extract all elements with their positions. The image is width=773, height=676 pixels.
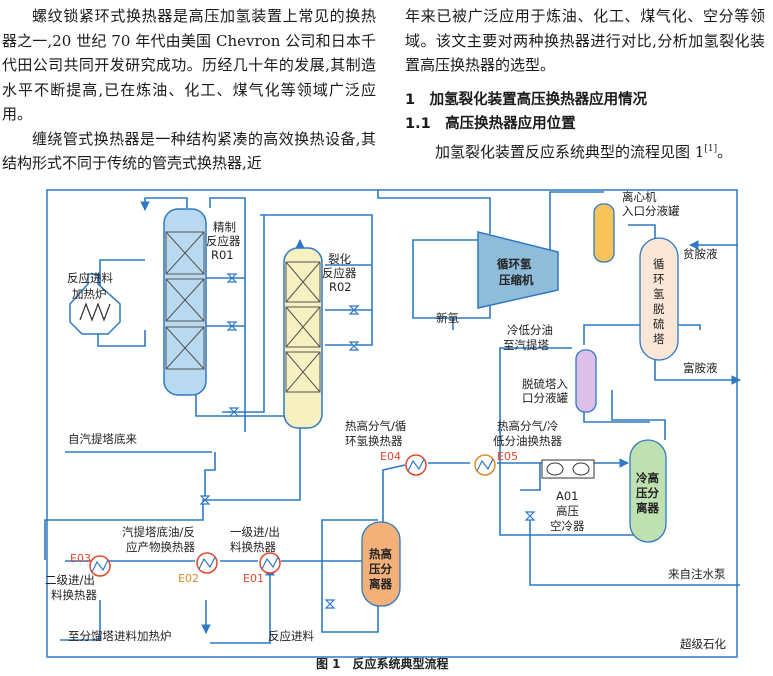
section-heading-1: 1 加氢裂化装置高压换热器应用情况 <box>405 91 648 108</box>
feed-label: 反应进料 <box>268 629 314 643</box>
new-h2-label: 新氢 <box>436 311 459 325</box>
hot-sep-label-3: 离器 <box>369 577 392 591</box>
scrubber-char-4: 脱 <box>653 302 665 316</box>
recycle-compressor: 循环氢 压缩机 <box>477 231 559 309</box>
stripper-bottom-label: 自汽提塔底来 <box>68 432 137 446</box>
valve-8 <box>524 511 536 521</box>
e02-tag: E02 <box>178 572 199 585</box>
figure-caption: 图 1 反应系统典型流程 <box>316 656 449 671</box>
poor-amine-label: 贫胺液 <box>683 247 718 261</box>
e03-label-1: 二级进/出 <box>45 573 95 587</box>
e05-label-1: 热高分气/冷 <box>497 419 558 433</box>
reactor-r02: 裂化 反应器 R02 <box>283 247 357 429</box>
e01-label-2: 料换热器 <box>230 540 276 554</box>
e04-tag: E04 <box>380 450 401 463</box>
hot-sep-label-2: 压分 <box>369 562 392 576</box>
valve-1 <box>226 273 238 283</box>
valve-3 <box>228 407 240 417</box>
feed-furnace: 反应进料 加热炉 <box>67 271 121 335</box>
valve-5 <box>348 341 360 351</box>
scrubber-char-3: 氢 <box>653 287 665 301</box>
r01-label-1: 精制 <box>213 220 236 234</box>
valves <box>199 273 536 609</box>
desulfurizer-inlet-drum: 脱硫塔入 口分液罐 <box>522 349 597 413</box>
valve-2 <box>226 321 238 331</box>
valve-6 <box>199 495 211 505</box>
exchanger-e05: 热高分气/冷 低分油换热器 E05 <box>474 419 562 476</box>
right-text-column: 年来已被广泛应用于炼油、化工、煤气化、空分等领域。该文主要对两种换热器进行对比,… <box>405 4 765 164</box>
drum-label-2: 入口分液罐 <box>622 204 680 218</box>
e02-label-2: 应产物换热器 <box>126 540 195 554</box>
cold-oil-label-1: 冷低分油 <box>507 323 553 337</box>
scrubber-char-1: 循 <box>653 257 665 271</box>
furnace-label-1: 反应进料 <box>67 271 113 285</box>
r02-label-2: 反应器 <box>322 266 357 280</box>
ko-label-2: 口分液罐 <box>522 391 568 405</box>
rich-amine-label: 富胺液 <box>683 361 718 375</box>
compressor-label-1: 循环氢 <box>496 257 532 271</box>
cold-hp-separator: 冷高 压分 离器 <box>629 439 667 543</box>
e05-label-2: 低分油换热器 <box>493 434 562 448</box>
watermark-text: 超级石化 <box>680 637 726 651</box>
valve-7 <box>324 599 336 609</box>
recycle-h2-scrubber: 循 环 氢 脱 硫 塔 贫胺液 富胺液 <box>639 237 718 375</box>
exchanger-e01: 一级进/出 料换热器 E01 <box>230 525 281 585</box>
r02-label-1: 裂化 <box>328 252 351 266</box>
right-paragraph-2-text: 加氢裂化装置反应系统典型的流程见图 1 <box>435 142 705 161</box>
flow-lines <box>44 190 741 644</box>
r01-label-3: R01 <box>211 248 234 262</box>
r02-label-3: R02 <box>329 280 352 294</box>
figure-frame <box>46 189 738 658</box>
right-paragraph-2: 加氢裂化装置反应系统典型的流程见图 1[1]。 <box>405 137 765 165</box>
e02-label-1: 汽提塔底油/反 <box>122 525 195 539</box>
ko-label-1: 脱硫塔入 <box>522 377 568 391</box>
furnace-label-2: 加热炉 <box>72 287 107 301</box>
r01-label-2: 反应器 <box>206 234 241 248</box>
compressor-label-2: 压缩机 <box>499 273 534 287</box>
cold-sep-label-1: 冷高 <box>636 471 659 485</box>
e04-label-1: 热高分气/循 <box>345 419 406 433</box>
e01-tag: E01 <box>243 572 264 585</box>
hot-sep-label-1: 热高 <box>369 547 392 561</box>
citation-ref: [1] <box>704 143 718 154</box>
exchanger-e04: 热高分气/循 环氢换热器 E04 <box>345 419 427 476</box>
water-pump-label: 来自注水泵 <box>668 567 726 581</box>
drum-label-1: 离心机 <box>622 190 657 204</box>
left-text-column: 螺纹锁紧环式换热器是高压加氢装置上常见的换热器之一,20 世纪 70 年代由美国… <box>2 4 376 176</box>
hot-hp-separator: 热高 压分 离器 <box>361 521 401 607</box>
section-heading-1-1: 1.1 高压换热器应用位置 <box>405 116 576 132</box>
valve-4 <box>348 305 360 315</box>
scrubber-char-6: 塔 <box>653 332 665 346</box>
to-fractionator-label: 至分馏塔进料加热炉 <box>68 629 172 643</box>
scrubber-char-5: 硫 <box>653 317 665 331</box>
reactor-r01: 精制 反应器 R01 <box>163 208 241 396</box>
cold-oil-label-2: 至汽提塔 <box>503 338 549 352</box>
cold-sep-label-3: 离器 <box>636 501 659 515</box>
a01-label-1: A01 <box>556 489 579 503</box>
air-cooler-a01: A01 高压 空冷器 <box>541 459 595 533</box>
e03-tag: E03 <box>70 552 91 565</box>
exchanger-e02: 汽提塔底油/反 应产物换热器 E02 <box>122 525 218 585</box>
scrubber-char-2: 环 <box>653 272 665 286</box>
a01-label-3: 空冷器 <box>550 519 585 533</box>
e05-tag: E05 <box>497 450 518 463</box>
e04-label-2: 环氢换热器 <box>345 434 403 448</box>
right-paragraph-1: 年来已被广泛应用于炼油、化工、煤气化、空分等领域。该文主要对两种换热器进行对比,… <box>405 7 765 74</box>
cold-sep-label-2: 压分 <box>636 486 659 500</box>
e01-label-1: 一级进/出 <box>230 525 280 539</box>
exchanger-e03: E03 二级进/出 料换热器 <box>45 552 111 602</box>
compressor-inlet-drum: 离心机 入口分液罐 <box>593 190 680 263</box>
left-paragraph-2: 缠绕管式换热器是一种结构紧凑的高效换热设备,其结构形式不同于传统的管壳式换热器,… <box>2 129 376 173</box>
right-paragraph-2-end: 。 <box>717 142 733 161</box>
a01-label-2: 高压 <box>556 504 579 518</box>
e03-label-2: 料换热器 <box>51 588 97 602</box>
left-paragraph-1: 螺纹锁紧环式换热器是高压加氢装置上常见的换热器之一,20 世纪 70 年代由美国… <box>2 7 376 123</box>
